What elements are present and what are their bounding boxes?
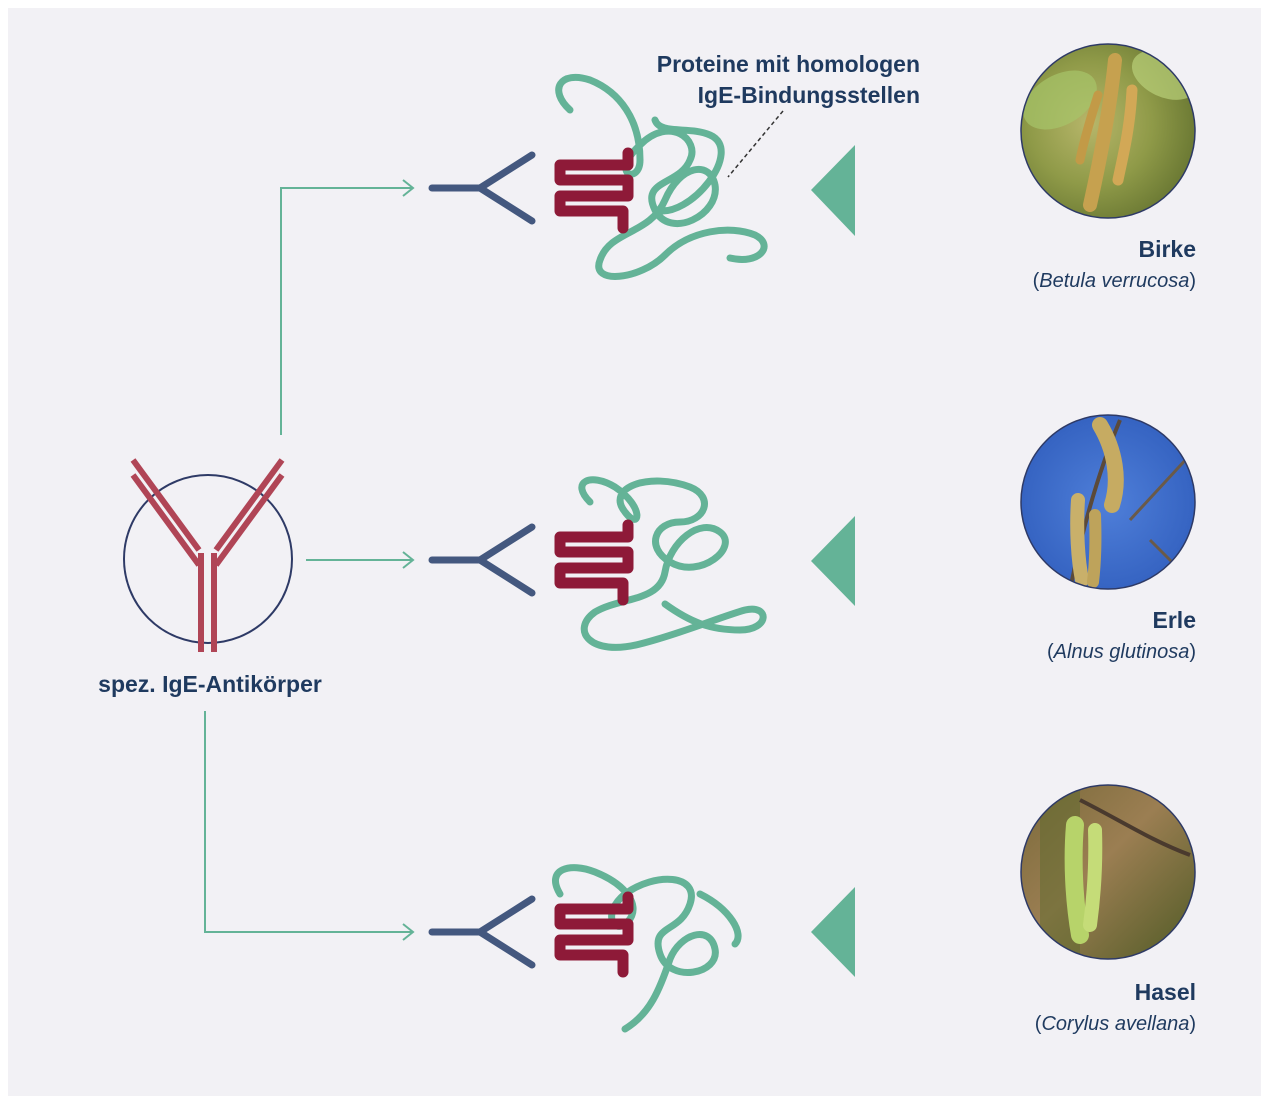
- arrow-to-birch: [280, 187, 413, 435]
- photo-birch: [1020, 43, 1196, 219]
- annotation-line-1: Proteine mit homologen: [656, 51, 920, 77]
- protein-ribbon: [552, 864, 742, 1033]
- connector-arrows: [204, 179, 415, 941]
- annotation-label: Proteine mit homologen IgE-Bindungsstell…: [560, 49, 920, 111]
- antibody-y-shape: [130, 458, 285, 652]
- plant-latin-birch: (Betula verrucosa): [1032, 270, 1196, 292]
- protein-group-alder: [428, 476, 767, 651]
- plant-name-alder: Erle: [1152, 607, 1196, 633]
- latin-name-text: Betula verrucosa: [1039, 270, 1190, 292]
- plant-name-birch: Birke: [1138, 236, 1196, 262]
- plant-latin-alder: (Alnus glutinosa): [1047, 641, 1196, 663]
- receptor-icon: [428, 895, 536, 969]
- annotation-line-2: IgE-Bindungsstellen: [697, 82, 920, 108]
- antibody-symbol: [123, 458, 293, 652]
- receptor-icon: [428, 523, 536, 597]
- plant-name-hazel: Hasel: [1134, 979, 1196, 1005]
- epitope-icon: [554, 519, 634, 606]
- pointer-triangle-alder: [811, 516, 855, 606]
- pointer-triangle-hazel: [811, 887, 855, 977]
- pointer-triangle-birch: [811, 145, 855, 236]
- latin-name-text: Corylus avellana: [1041, 1013, 1190, 1035]
- protein-group-hazel: [428, 864, 742, 1033]
- protein-ribbon: [578, 476, 767, 651]
- protein-group-birch: [428, 73, 768, 280]
- arrow-to-hazel: [204, 711, 413, 933]
- receptor-icon: [428, 151, 536, 225]
- antibody-label: spez. IgE-Antikörper: [98, 671, 322, 697]
- epitope-icon: [554, 147, 634, 234]
- plant-latin-hazel: (Corylus avellana): [1034, 1013, 1196, 1035]
- photo-alder: [1020, 414, 1196, 590]
- latin-name-text: Alnus glutinosa: [1053, 641, 1190, 663]
- photo-hazel: [1020, 784, 1196, 960]
- protein-ribbon: [555, 73, 768, 280]
- antibody-circle: [123, 474, 293, 644]
- annotation-leader-line: [727, 110, 784, 178]
- epitope-icon: [554, 891, 634, 978]
